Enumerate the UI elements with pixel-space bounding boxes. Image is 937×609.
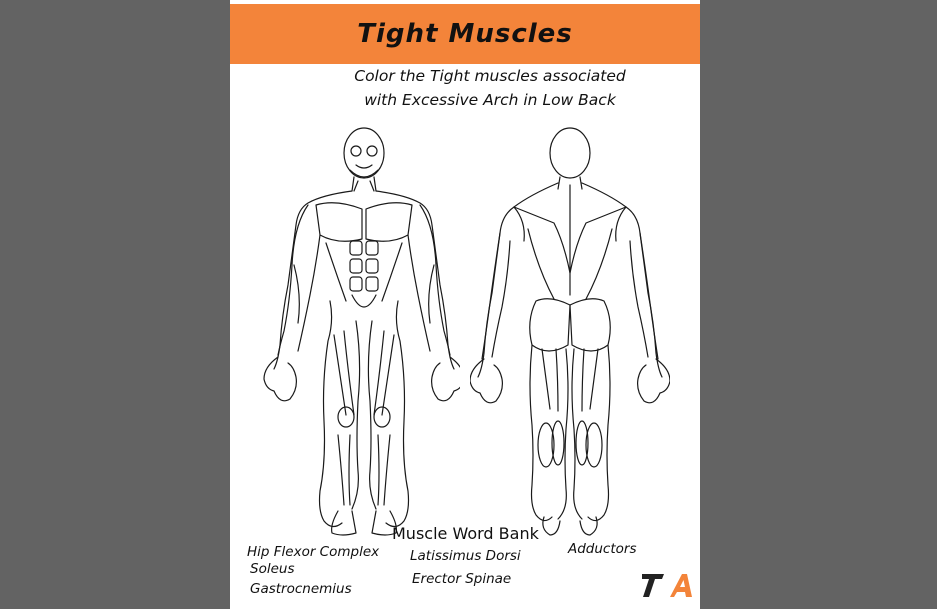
word-bank-heading: Muscle Word Bank bbox=[392, 524, 539, 543]
worksheet-page: Tight Muscles Color the Tight muscles as… bbox=[230, 0, 700, 609]
ta-logo bbox=[642, 574, 692, 597]
word-gastrocnemius: Gastrocnemius bbox=[250, 581, 352, 597]
word-erector-spinae: Erector Spinae bbox=[412, 571, 512, 587]
title-banner: Tight Muscles bbox=[230, 4, 700, 64]
word-soleus: Soleus bbox=[250, 561, 295, 577]
back-view-figure bbox=[470, 125, 670, 540]
instructions-line-1: Color the Tight muscles associated bbox=[354, 67, 626, 85]
instructions-line-2: with Excessive Arch in Low Back bbox=[364, 91, 616, 109]
instructions: Color the Tight muscles associated with … bbox=[290, 64, 690, 112]
worksheet-title: Tight Muscles bbox=[357, 19, 573, 49]
word-adductors: Adductors bbox=[568, 541, 637, 557]
front-view-figure bbox=[260, 125, 460, 540]
head-outline bbox=[343, 127, 385, 179]
word-hip-flexor-complex: Hip Flexor Complex bbox=[247, 544, 380, 560]
word-latissimus-dorsi: Latissimus Dorsi bbox=[410, 548, 521, 564]
